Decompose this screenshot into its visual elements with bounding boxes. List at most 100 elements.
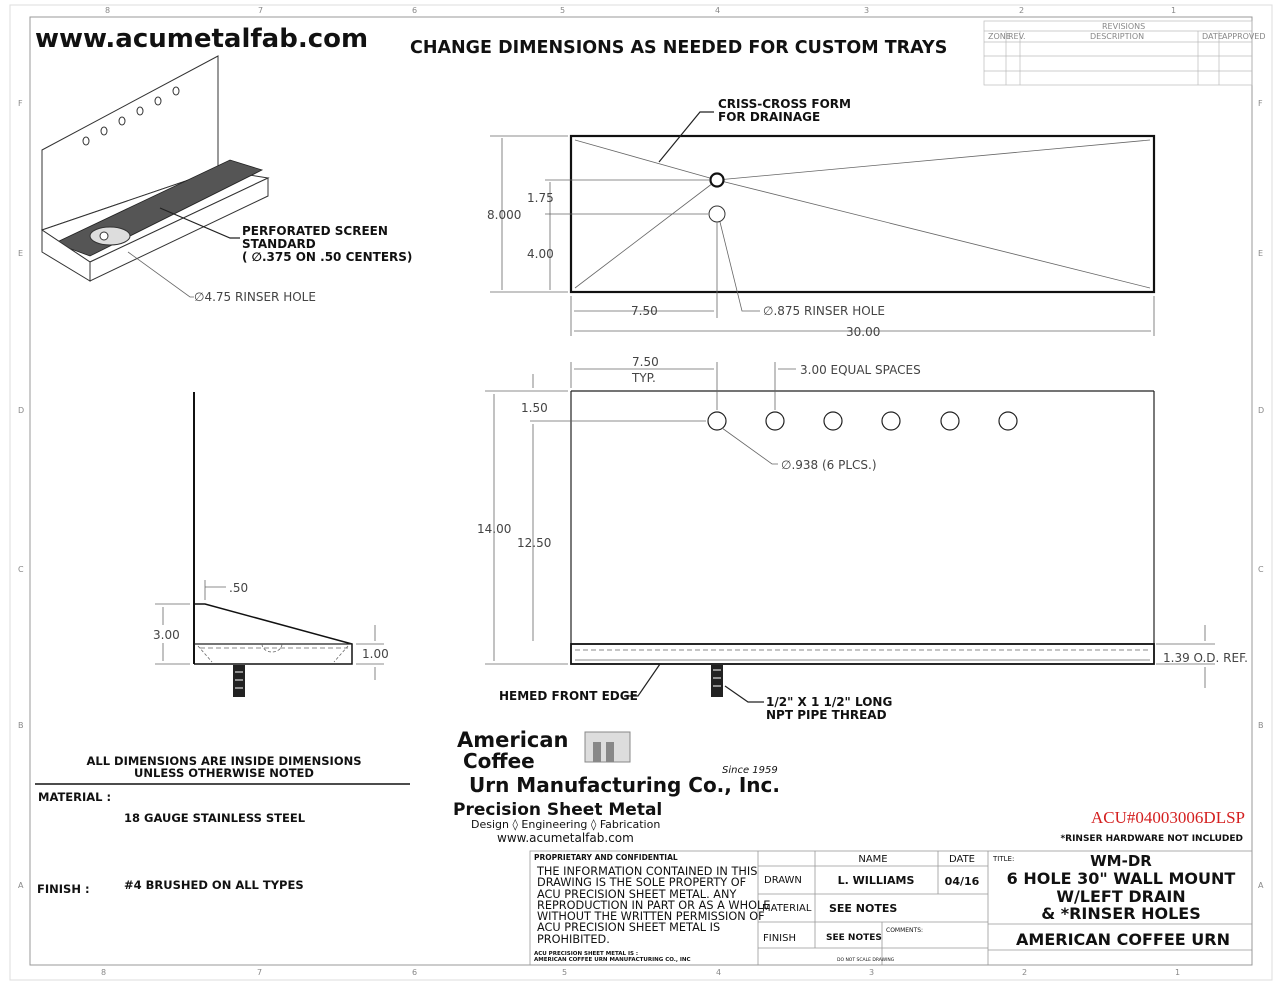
dim-front: 1.00 bbox=[362, 647, 389, 661]
zone-label: C bbox=[1258, 565, 1264, 574]
zone-columns-bottom: 8 7 6 5 4 3 2 1 bbox=[101, 968, 1180, 977]
svg-text:WM-DR: WM-DR bbox=[1090, 852, 1152, 870]
revisions-header: DESCRIPTION bbox=[1090, 32, 1144, 41]
outer-border bbox=[9, 4, 1273, 981]
dim-first-hole: 7.50 bbox=[632, 355, 659, 369]
holes-callout: ∅.938 (6 PLCS.) bbox=[781, 458, 877, 472]
rinser-hole-callout: ∅.875 RINSER HOLE bbox=[763, 304, 885, 318]
part-number: ACU#04003006DLSP bbox=[1091, 808, 1245, 827]
zone-label: 6 bbox=[412, 968, 417, 977]
dim-height: 8.000 bbox=[487, 208, 521, 222]
svg-text:AMERICAN COFFEE URN MANUFACTUR: AMERICAN COFFEE URN MANUFACTURING CO., I… bbox=[534, 957, 691, 963]
zone-label: D bbox=[18, 406, 24, 415]
svg-text:ACU PRECISION SHEET METAL IS :: ACU PRECISION SHEET METAL IS : bbox=[534, 951, 638, 957]
dim-top-offset: 1.50 bbox=[521, 401, 548, 415]
dim-inner-height: 12.50 bbox=[517, 536, 551, 550]
zone-label: 2 bbox=[1022, 968, 1027, 977]
name-header: NAME bbox=[858, 854, 887, 865]
svg-text:WITHOUT THE WRITTEN PERMISSION: WITHOUT THE WRITTEN PERMISSION OF bbox=[537, 910, 765, 923]
svg-text:REPRODUCTION IN PART OR AS A W: REPRODUCTION IN PART OR AS A WHOLE bbox=[537, 899, 770, 912]
company-logo: American Coffee Urn Manufacturing Co., I… bbox=[453, 728, 780, 845]
dim-typ: TYP. bbox=[631, 371, 656, 385]
svg-text:www.acumetalfab.com: www.acumetalfab.com bbox=[497, 831, 634, 845]
svg-text:& *RINSER HOLES: & *RINSER HOLES bbox=[1041, 904, 1201, 923]
proprietary-text: THE INFORMATION CONTAINED IN THIS DRAWIN… bbox=[534, 865, 770, 963]
zone-label: 8 bbox=[105, 6, 110, 15]
finish-value: #4 BRUSHED ON ALL TYPES bbox=[124, 878, 304, 892]
zone-label: 4 bbox=[715, 6, 720, 15]
svg-text:W/LEFT DRAIN: W/LEFT DRAIN bbox=[1056, 887, 1185, 906]
dimensions-note: UNLESS OTHERWISE NOTED bbox=[134, 766, 314, 780]
zone-label: C bbox=[18, 565, 24, 574]
rinser-hole-icon bbox=[708, 205, 726, 223]
zone-label: F bbox=[1258, 99, 1263, 108]
svg-text:Since 1959: Since 1959 bbox=[722, 765, 778, 776]
zone-label: 3 bbox=[869, 968, 874, 977]
revisions-table bbox=[983, 20, 1253, 86]
svg-text:Coffee: Coffee bbox=[463, 749, 535, 773]
screen-callout: ( ∅.375 ON .50 CENTERS) bbox=[242, 250, 412, 264]
pipe-callout: 1/2" X 1 1/2" LONG bbox=[766, 695, 892, 709]
zone-label: 8 bbox=[101, 968, 106, 977]
dim-front-height: 14.00 bbox=[477, 522, 511, 536]
tb-material-value: SEE NOTES bbox=[829, 902, 897, 915]
svg-text:DRAWING IS THE SOLE PROPERTY O: DRAWING IS THE SOLE PROPERTY OF bbox=[537, 876, 746, 889]
finish-label: FINISH : bbox=[37, 882, 90, 896]
banner-title: CHANGE DIMENSIONS AS NEEDED FOR CUSTOM T… bbox=[410, 38, 947, 58]
comments-label: COMMENTS: bbox=[886, 927, 923, 934]
dim-hole-spacing: 3.00 EQUAL SPACES bbox=[800, 363, 921, 377]
svg-text:THE INFORMATION CONTAINED IN T: THE INFORMATION CONTAINED IN THIS bbox=[536, 865, 757, 878]
drawn-label: DRAWN bbox=[764, 875, 802, 886]
dimensions-note: ALL DIMENSIONS ARE INSIDE DIMENSIONS bbox=[86, 754, 361, 768]
drawing-title: WM-DR 6 HOLE 30" WALL MOUNT W/LEFT DRAIN… bbox=[1007, 852, 1236, 923]
website-header: www.acumetalfab.com bbox=[35, 24, 368, 54]
pipe-callout: NPT PIPE THREAD bbox=[766, 708, 887, 722]
pipe-thread-icon bbox=[233, 665, 245, 697]
tb-material-label: MATERIAL bbox=[762, 903, 812, 914]
top-view bbox=[490, 111, 1156, 336]
svg-text:Design ◊ Engineering ◊ Fab: Design ◊ Engineering ◊ Fabrication bbox=[471, 818, 660, 831]
zone-label: 1 bbox=[1175, 968, 1180, 977]
material-label: MATERIAL : bbox=[38, 790, 111, 804]
tb-finish-value: SEE NOTES bbox=[826, 933, 882, 943]
screen-callout: PERFORATED SCREEN bbox=[242, 224, 388, 238]
zone-label: 6 bbox=[412, 6, 417, 15]
zone-rows-right: F E D C B A bbox=[1258, 99, 1264, 890]
material-value: 18 GAUGE STAINLESS STEEL bbox=[124, 811, 306, 825]
zone-label: D bbox=[1258, 406, 1264, 415]
zone-label: 2 bbox=[1019, 6, 1024, 15]
drawn-date: 04/16 bbox=[945, 875, 980, 888]
dim-hole-offset: 7.50 bbox=[631, 304, 658, 318]
isometric-view bbox=[40, 55, 270, 298]
svg-text:Precision Sheet Metal: Precision Sheet Metal bbox=[453, 800, 662, 820]
side-view bbox=[155, 392, 384, 697]
scale-note: DO NOT SCALE DRAWING bbox=[837, 957, 895, 963]
svg-text:ACU PRECISION SHEET METAL. AN: ACU PRECISION SHEET METAL. ANY bbox=[537, 888, 736, 901]
front-view bbox=[485, 362, 1215, 703]
zone-label: 4 bbox=[716, 968, 721, 977]
date-header: DATE bbox=[949, 854, 975, 865]
revisions-header: DATE bbox=[1202, 32, 1223, 41]
svg-text:6 HOLE 30" WALL MOUNT: 6 HOLE 30" WALL MOUNT bbox=[1007, 869, 1236, 888]
revisions-header: APPROVED bbox=[1222, 32, 1266, 41]
hem-callout: HEMED FRONT EDGE bbox=[499, 689, 638, 703]
zone-columns-top: 8 7 6 5 4 3 2 1 bbox=[105, 6, 1176, 15]
zone-label: E bbox=[18, 249, 23, 258]
zone-label: B bbox=[18, 721, 24, 730]
revisions-title: REVISIONS bbox=[1102, 22, 1145, 31]
title-label: TITLE: bbox=[992, 855, 1014, 863]
dim-lip: .50 bbox=[229, 581, 248, 595]
svg-text:PROHIBITED.: PROHIBITED. bbox=[537, 933, 610, 946]
zone-label: 3 bbox=[864, 6, 869, 15]
dim-lower: 4.00 bbox=[527, 247, 554, 261]
drawn-name: L. WILLIAMS bbox=[838, 874, 915, 887]
zone-label: F bbox=[18, 99, 23, 108]
zone-label: 7 bbox=[258, 6, 263, 15]
rinser-callout: ∅4.75 RINSER HOLE bbox=[194, 290, 316, 304]
criss-cross-callout: CRISS-CROSS FORM bbox=[718, 97, 851, 111]
svg-text:Urn Manufacturing Co., Inc.: Urn Manufacturing Co., Inc. bbox=[469, 773, 780, 797]
zone-label: E bbox=[1258, 249, 1263, 258]
criss-cross-callout: FOR DRAINAGE bbox=[718, 110, 820, 124]
company-name: AMERICAN COFFEE URN bbox=[1016, 930, 1230, 949]
zone-label: 5 bbox=[562, 968, 567, 977]
